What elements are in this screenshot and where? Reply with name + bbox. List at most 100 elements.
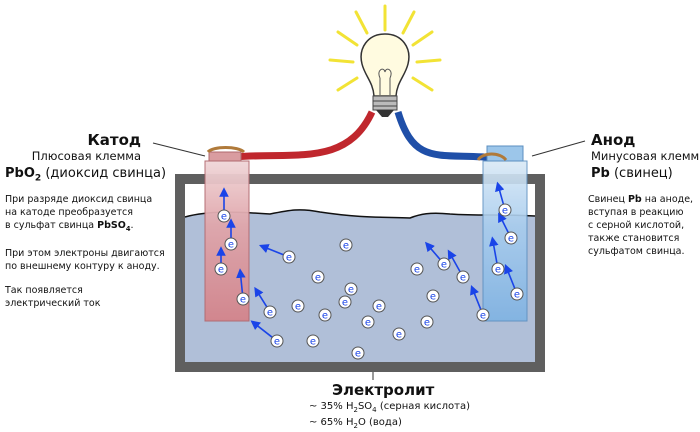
electron-label: e [376, 302, 382, 313]
anode-formula-name: (свинец) [613, 166, 673, 181]
electron-circle [224, 237, 238, 251]
electron-arrow-icon [470, 284, 482, 310]
anode-title: Анод [591, 131, 636, 149]
electron-circle [456, 270, 470, 284]
anode-formula-symbol: Pb [591, 166, 610, 181]
electron: e [351, 346, 365, 360]
cathode-description-line: При разряде диоксид свинца [5, 194, 153, 205]
electron-label: e [495, 265, 501, 276]
electron: e [344, 282, 358, 296]
anode-subtitle: Минусовая клемма [591, 149, 700, 163]
electron: e [426, 289, 440, 303]
electron-arrow-icon [424, 241, 441, 260]
electron-circle [270, 334, 284, 348]
electron: e [437, 257, 451, 271]
electron: e [311, 270, 325, 284]
electron-circle [437, 257, 451, 271]
electron-label: e [480, 311, 486, 322]
electron-label: e [348, 285, 354, 296]
electron-label: e [460, 273, 466, 284]
electron-label: e [342, 298, 348, 309]
electron-circle [420, 315, 434, 329]
electron-label: e [322, 311, 328, 322]
electron-label: e [414, 265, 420, 276]
anode-description-line: Свинец Pb на аноде, [588, 194, 694, 205]
electron: e [217, 209, 231, 223]
light-bulb-icon [360, 33, 410, 117]
electron-circle [214, 262, 228, 276]
electron: e [420, 315, 434, 329]
electron: e [236, 292, 250, 306]
electron: e [224, 237, 238, 251]
electron: e [491, 262, 505, 276]
electron-label: e [343, 241, 349, 252]
electron-arrow-icon [447, 249, 461, 273]
electron: e [338, 295, 352, 309]
electron-label: e [355, 349, 361, 360]
positive-wire [221, 110, 376, 162]
electrolyte-composition-acid: ~ 35% H2SO4 (серная кислота) [309, 401, 470, 414]
electron-circle [344, 282, 358, 296]
anode-description-line: с серной кислотой, [588, 220, 685, 231]
electron-circle [311, 270, 325, 284]
electron-label: e [240, 295, 246, 306]
electron-circle [392, 327, 406, 341]
light-rays [328, 4, 442, 92]
anode-description-line: сульфатом свинца. [588, 246, 685, 257]
electron: e [339, 238, 353, 252]
cathode-description-line: При этом электроны двигаются [5, 247, 165, 259]
electrolyte-surface [184, 209, 536, 219]
electron: e [392, 327, 406, 341]
electrolyte [185, 209, 535, 362]
electron: e [306, 334, 320, 348]
electron-label: e [218, 265, 224, 276]
electron-circle [510, 287, 524, 301]
cathode-description-line: в сульфат свинца PbSO4. [5, 220, 134, 233]
electron: e [476, 308, 490, 322]
electron-circle [306, 334, 320, 348]
cathode-title: Катод [87, 131, 142, 149]
electron-label: e [228, 240, 234, 251]
electron-label: e [441, 260, 447, 271]
electron-label: e [295, 302, 301, 313]
electron-arrow-icon [495, 181, 505, 205]
electron-circle [372, 299, 386, 313]
electron: e [318, 308, 332, 322]
electron-circle [339, 238, 353, 252]
electron-label: e [508, 234, 514, 245]
electron-circle [351, 346, 365, 360]
anode-formula: Pb (свинец) [591, 166, 673, 181]
electron-arrow-icon [504, 263, 516, 289]
cathode-description-line: электрический ток [5, 297, 101, 309]
electron-arrow-icon [236, 268, 246, 294]
cathode-formula: PbO2 (диоксид свинца) [5, 166, 166, 184]
electron-circle [217, 209, 231, 223]
electron-circle [504, 231, 518, 245]
electron-arrow-icon [254, 286, 268, 308]
electron-label: e [286, 253, 292, 264]
electron-arrow-icon [250, 320, 273, 338]
cathode-formula-name: (диоксид свинца) [45, 166, 167, 181]
electrolyte-composition-water: ~ 65% H2O (вода) [309, 417, 402, 430]
electron-circle [291, 299, 305, 313]
electron: e [263, 305, 277, 319]
electron-label: e [430, 292, 436, 303]
cathode-pointer-line [152, 142, 206, 157]
cathode-formula-symbol: PbO [5, 166, 35, 181]
electron-arrow-icon [498, 212, 510, 233]
electron-circle [318, 308, 332, 322]
electron-circle [491, 262, 505, 276]
electron: e [214, 262, 228, 276]
electron: e [504, 231, 518, 245]
electron: e [410, 262, 424, 276]
negative-wire [394, 110, 499, 162]
electron-circle [410, 262, 424, 276]
electron-label: e [267, 308, 273, 319]
electrolyte-title: Электролит [332, 381, 435, 399]
electron-label: e [424, 318, 430, 329]
cathode-subtitle: Плюсовая клемма [31, 149, 141, 163]
